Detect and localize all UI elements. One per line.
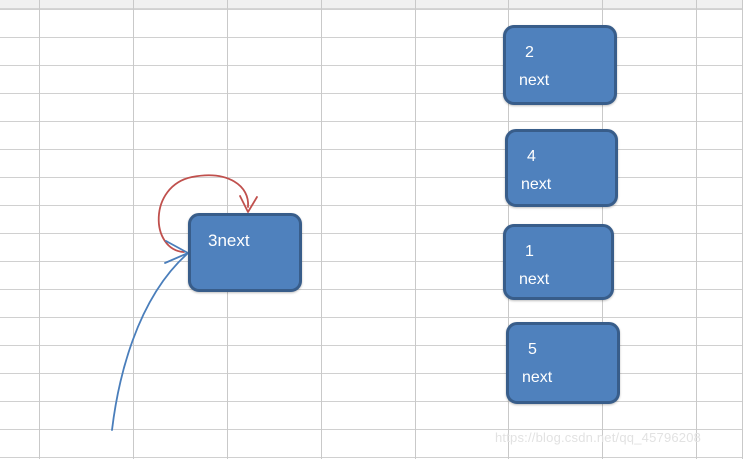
node-4-pointer: next [521, 176, 552, 193]
node-4[interactable]: 4 next [505, 129, 618, 207]
node-2-pointer: next [519, 72, 550, 89]
grid-row-line [0, 205, 743, 206]
watermark-text: https://blog.csdn.net/qq_45796208 [495, 430, 702, 445]
node-4-value: 4 [527, 148, 536, 165]
node-5[interactable]: 5 next [506, 322, 620, 404]
grid-row-line [0, 373, 743, 374]
grid-row-line [0, 261, 743, 262]
node-3-label: 3next [208, 231, 250, 250]
grid-header-strip [0, 0, 743, 9]
node-5-value: 5 [528, 341, 537, 358]
grid-row-line [0, 65, 743, 66]
grid-row-line [0, 317, 743, 318]
grid-row-line [0, 9, 743, 10]
grid-column-line [415, 0, 416, 459]
grid-column-line [133, 0, 134, 459]
grid-column-line [39, 0, 40, 459]
node-1[interactable]: 1 next [503, 224, 614, 300]
node-5-pointer: next [522, 369, 553, 386]
node-1-value: 1 [525, 243, 534, 260]
grid-row-line [0, 121, 743, 122]
grid-column-line [321, 0, 322, 459]
grid-row-line [0, 93, 743, 94]
node-2-value: 2 [525, 44, 534, 61]
grid-row-line [0, 289, 743, 290]
grid-row-line [0, 345, 743, 346]
grid-row-line [0, 401, 743, 402]
node-1-pointer: next [519, 271, 550, 288]
grid-row-line [0, 429, 743, 430]
grid-row-line [0, 233, 743, 234]
grid-row-line [0, 177, 743, 178]
grid-row-line [0, 149, 743, 150]
grid-row-line [0, 37, 743, 38]
grid-row-line [0, 457, 743, 458]
node-3[interactable]: 3next [188, 213, 302, 292]
grid-column-line [696, 0, 697, 459]
node-2[interactable]: 2 next [503, 25, 617, 105]
